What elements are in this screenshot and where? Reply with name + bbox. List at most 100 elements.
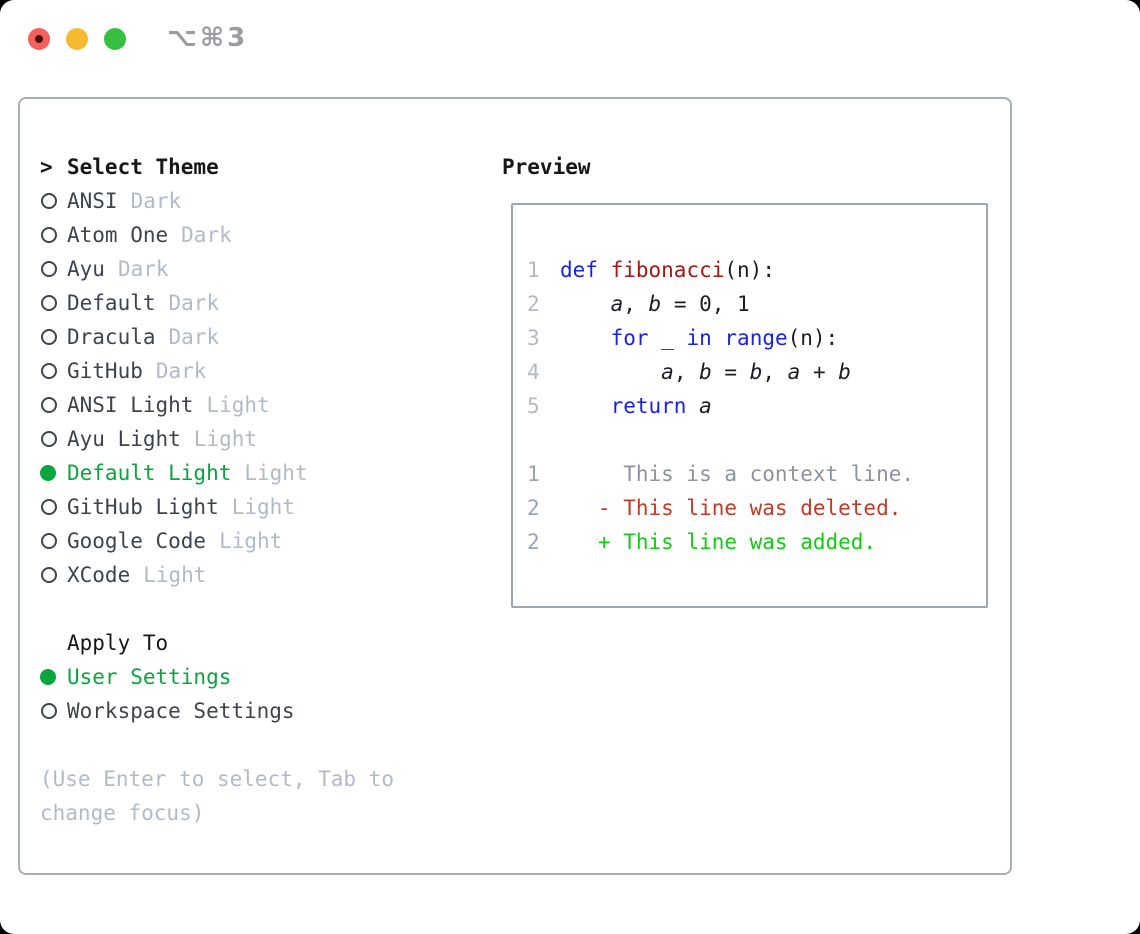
- help-text: (Use Enter to select, Tab to change focu…: [40, 767, 395, 825]
- line-number: 2: [527, 530, 540, 554]
- code-token: a: [661, 360, 674, 384]
- option-variant-label: Dark: [130, 189, 182, 213]
- option-variant-label: Light: [231, 495, 295, 519]
- code-line: 1 def fibonacci(n):: [527, 253, 986, 287]
- code-token: a: [610, 292, 624, 316]
- option-label: Default Light: [67, 461, 232, 485]
- theme-option-default[interactable]: Default Dark: [40, 286, 464, 320]
- radio-unselected-icon: [41, 567, 57, 583]
- line-number: 2: [527, 496, 540, 520]
- option-variant-label: Light: [244, 461, 308, 485]
- radio-selected-icon: [40, 669, 56, 685]
- option-label: Ayu Light: [67, 427, 181, 451]
- radio-unselected-icon: [41, 193, 57, 209]
- code-token: ,: [623, 292, 649, 316]
- code-line: 4 a, b = b, a + b: [527, 355, 986, 389]
- diff-line: 2 - This line was deleted.: [527, 491, 986, 525]
- code-token: b: [648, 292, 662, 316]
- code-token: [560, 394, 611, 418]
- radio-selected-icon: [40, 465, 56, 481]
- code-token: _: [648, 326, 687, 350]
- maximize-button[interactable]: [104, 28, 126, 50]
- code-token: +: [800, 360, 839, 384]
- code-token: - This line was deleted.: [560, 496, 902, 520]
- apply-option-user-settings[interactable]: User Settings: [40, 660, 464, 694]
- theme-option-github-light[interactable]: GitHub Light Light: [40, 490, 464, 524]
- code-token: [560, 326, 611, 350]
- theme-option-xcode[interactable]: XCode Light: [40, 558, 464, 592]
- apply-option-workspace-settings[interactable]: Workspace Settings: [40, 694, 464, 728]
- option-label: User Settings: [67, 665, 232, 689]
- code-token: = 0, 1: [661, 292, 750, 316]
- select-theme-header: > Select Theme: [40, 150, 464, 184]
- code-token: This is a context line.: [560, 462, 915, 486]
- code-token: a: [699, 394, 712, 418]
- option-variant-label: Light: [193, 427, 258, 451]
- minimize-button[interactable]: [66, 28, 88, 50]
- code-token: a: [787, 360, 801, 384]
- code-token: [598, 258, 611, 282]
- option-variant-label: Light: [143, 563, 207, 587]
- code-token: (n):: [724, 258, 775, 282]
- radio-unselected-icon: [41, 261, 57, 277]
- line-number: 5: [527, 394, 540, 418]
- radio-unselected-icon: [41, 499, 57, 515]
- focus-caret-icon: >: [40, 155, 53, 179]
- line-number: 1: [527, 462, 540, 486]
- close-button[interactable]: [28, 28, 50, 50]
- option-variant-label: Dark: [168, 325, 220, 349]
- code-token: ,: [762, 360, 788, 384]
- code-line: 2 a, b = 0, 1: [527, 287, 986, 321]
- code-token: =: [711, 360, 750, 384]
- code-token: fibonacci: [610, 258, 725, 282]
- code-token: + This line was added.: [560, 530, 877, 554]
- code-token: for: [610, 326, 649, 350]
- unsaved-changes-dot-icon: [35, 35, 43, 43]
- radio-unselected-icon: [41, 227, 57, 243]
- diff-line: 1 This is a context line.: [527, 457, 986, 491]
- theme-option-github[interactable]: GitHub Dark: [40, 354, 464, 388]
- code-token: b: [838, 360, 851, 384]
- option-label: XCode: [67, 563, 131, 587]
- theme-option-dracula[interactable]: Dracula Dark: [40, 320, 464, 354]
- diff-line: 2 + This line was added.: [527, 525, 986, 559]
- line-number: 3: [527, 326, 540, 350]
- theme-option-default-light[interactable]: Default Light Light: [40, 456, 464, 490]
- option-label: GitHub: [67, 359, 143, 383]
- radio-unselected-icon: [41, 329, 57, 345]
- radio-unselected-icon: [41, 397, 57, 413]
- window-title: ⌥⌘3: [167, 23, 249, 53]
- radio-unselected-icon: [41, 295, 57, 311]
- line-number: 4: [527, 360, 540, 384]
- option-variant-label: Dark: [155, 359, 207, 383]
- select-theme-title: Select Theme: [67, 155, 219, 179]
- option-label: Atom One: [67, 223, 169, 247]
- code-token: b: [699, 360, 712, 384]
- code-line: 5 return a: [527, 389, 986, 423]
- code-token: b: [749, 360, 763, 384]
- code-token: return: [610, 394, 687, 418]
- option-label: Default: [67, 291, 156, 315]
- radio-unselected-icon: [41, 363, 57, 379]
- code-token: (n):: [787, 326, 839, 350]
- code-token: def: [560, 258, 598, 282]
- option-label: Workspace Settings: [67, 699, 295, 723]
- theme-option-ayu-light[interactable]: Ayu Light Light: [40, 422, 464, 456]
- option-variant-label: Dark: [168, 291, 220, 315]
- line-number: 1: [527, 258, 540, 282]
- option-label: Google Code: [67, 529, 207, 553]
- code-line: 3 for _ in range(n):: [527, 321, 986, 355]
- code-line: [527, 423, 986, 457]
- code-token: [712, 326, 725, 350]
- option-label: Dracula: [67, 325, 156, 349]
- option-label: GitHub Light: [67, 495, 219, 519]
